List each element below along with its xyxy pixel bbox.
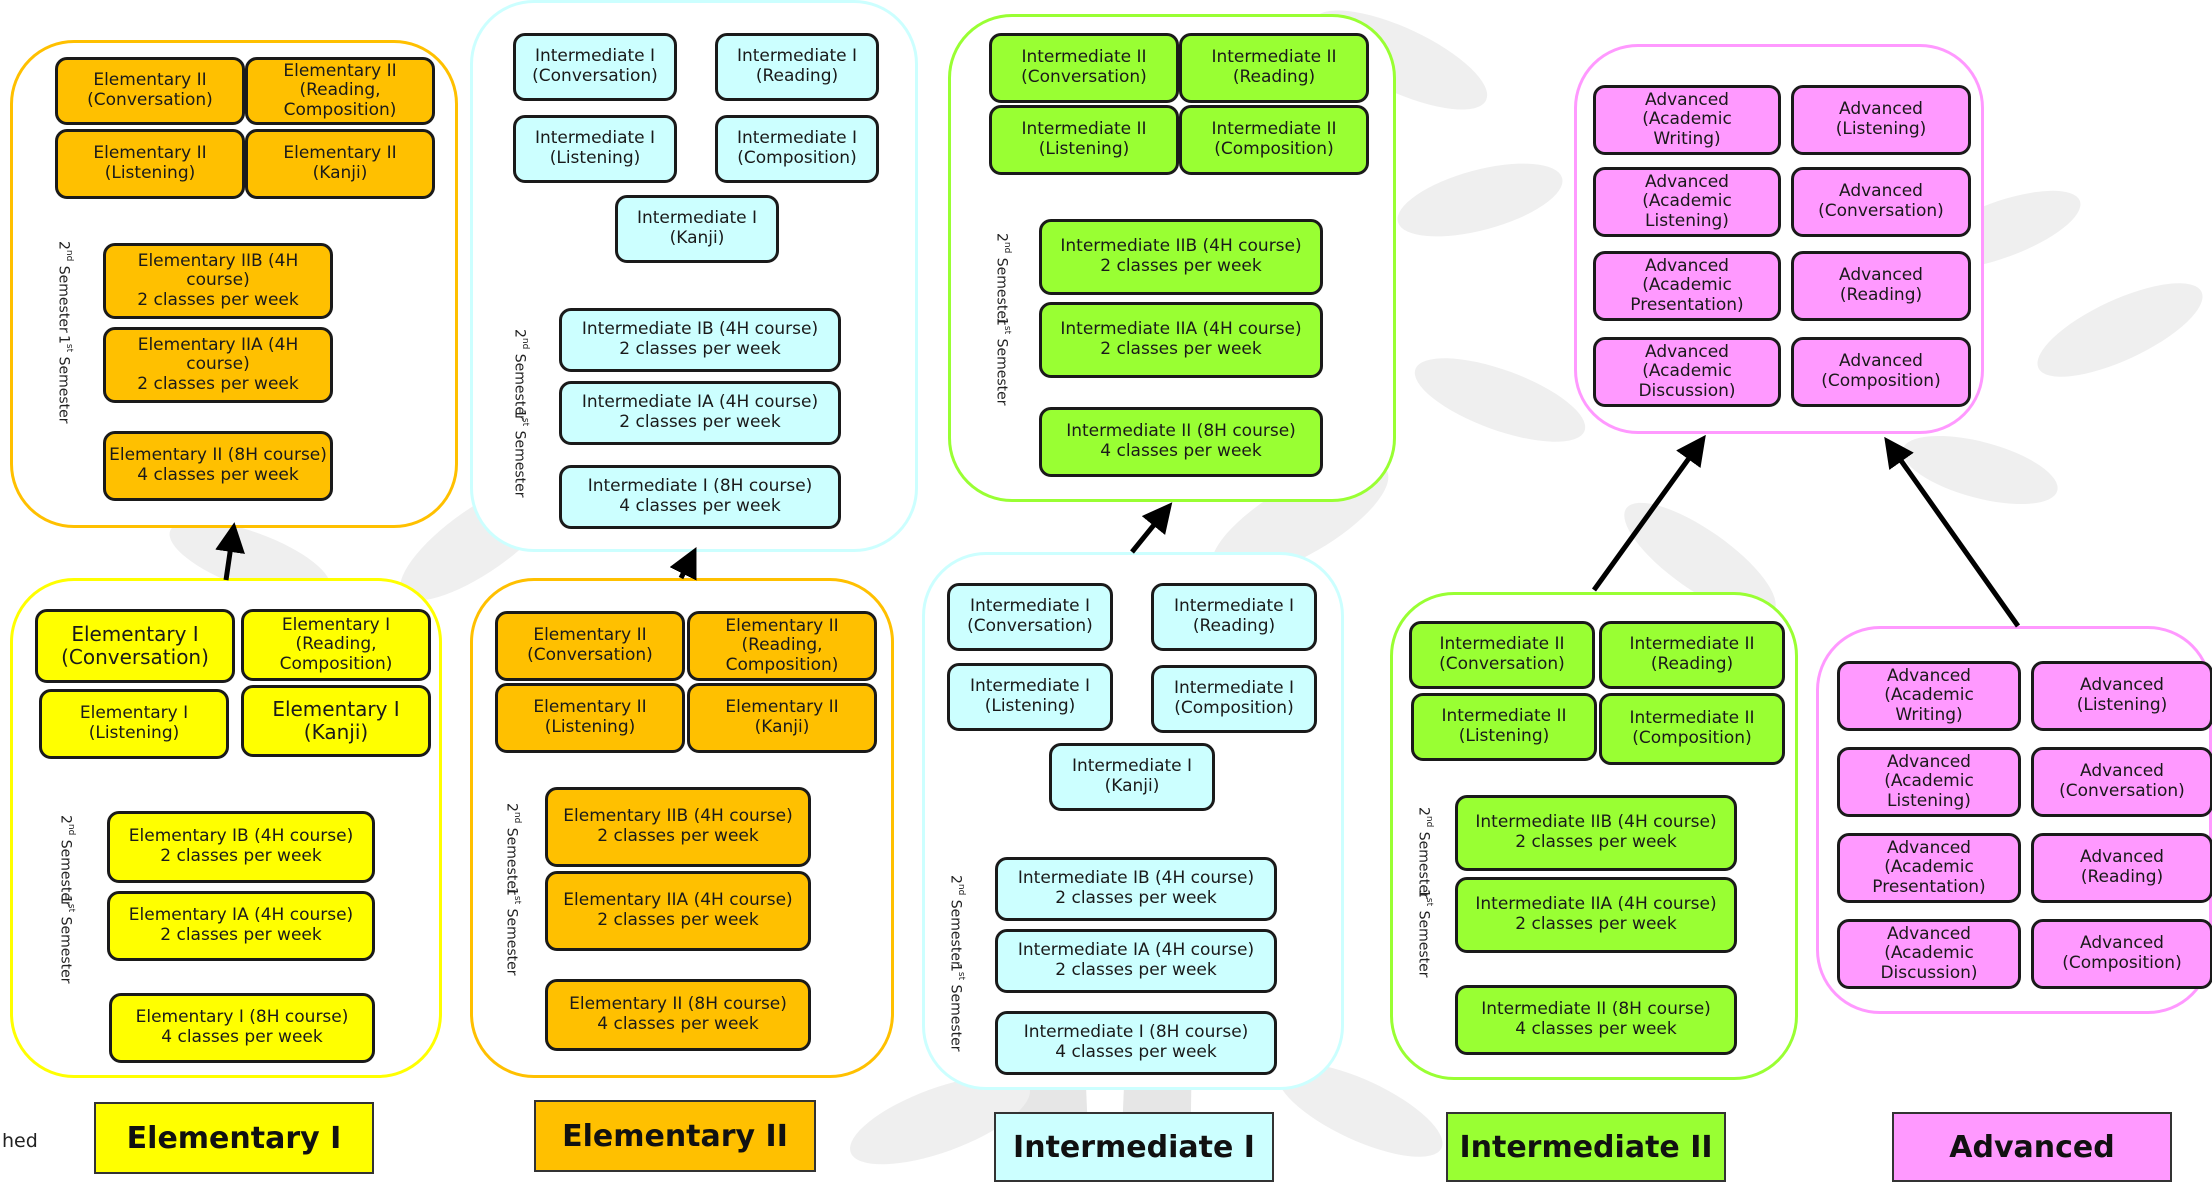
course-advanced-reading: Advanced (Reading) [1791,251,1971,321]
course-elementary-ii-kanji: Elementary II (Kanji) [687,683,877,753]
course-elementary-i-kanji: Elementary I (Kanji) [241,685,431,757]
course-advanced-academic-writing: Advanced (Academic Writing) [1837,661,2021,731]
course-advanced-composition: Advanced (Composition) [2031,919,2212,989]
course-elementary-ii-conversation: Elementary II (Conversation) [55,57,245,125]
course-intermediate-ii-listening: Intermediate II (Listening) [989,105,1179,175]
course-intermediate-i-reading: Intermediate I (Reading) [1151,583,1317,651]
course-intermediate-i-kanji: Intermediate I (Kanji) [1049,743,1215,811]
course-intermediate-ii-composition: Intermediate II (Composition) [1599,693,1785,765]
group-elementary-ii-top: Elementary II (Conversation) Elementary … [10,40,458,528]
course-elementary-i-conversation: Elementary I (Conversation) [35,609,235,683]
group-advanced-top: Advanced (Academic Writing) Advanced (Li… [1574,44,1984,434]
course-intermediate-ia: Intermediate IA (4H course) 2 classes pe… [559,381,841,445]
course-elementary-ii-reading-composition: Elementary II (Reading, Composition) [245,57,435,125]
course-advanced-academic-presentation: Advanced (Academic Presentation) [1837,833,2021,903]
course-elementary-iib: Elementary IIB (4H course) 2 classes per… [103,243,333,319]
course-advanced-academic-writing: Advanced (Academic Writing) [1593,85,1781,155]
group-intermediate-i-top: Intermediate I (Conversation) Intermedia… [470,0,918,552]
course-elementary-ii-reading-composition: Elementary II (Reading, Composition) [687,611,877,681]
course-elementary-iia: Elementary IIA (4H course) 2 classes per… [545,871,811,951]
course-intermediate-ii-reading: Intermediate II (Reading) [1179,33,1369,103]
semester-2nd-label: 2nd Semester [993,233,1013,325]
course-advanced-reading: Advanced (Reading) [2031,833,2212,903]
group-elementary-i-bottom: Elementary I (Conversation) Elementary I… [10,578,442,1078]
course-advanced-listening: Advanced (Listening) [2031,661,2212,731]
course-intermediate-iib: Intermediate IIB (4H course) 2 classes p… [1039,219,1323,295]
level-label-elementary-i: Elementary I [94,1102,374,1174]
course-intermediate-iia: Intermediate IIA (4H course) 2 classes p… [1455,877,1737,953]
course-intermediate-ib: Intermediate IB (4H course) 2 classes pe… [995,857,1277,921]
semester-1st-label: 1st Semester [947,963,967,1052]
semester-2nd-label: 2nd Semester [511,329,531,421]
course-advanced-listening: Advanced (Listening) [1791,85,1971,155]
group-intermediate-ii-bottom: Intermediate II (Conversation) Intermedi… [1390,592,1798,1080]
course-advanced-academic-presentation: Advanced (Academic Presentation) [1593,251,1781,321]
semester-1st-label: 1st Semester [993,317,1013,406]
course-intermediate-ii-8h: Intermediate II (8H course) 4 classes pe… [1039,407,1323,477]
semester-1st-label: 1st Semester [511,409,531,498]
course-intermediate-i-8h: Intermediate I (8H course) 4 classes per… [559,465,841,529]
semester-2nd-label: 2nd Semester [57,815,77,907]
course-intermediate-ii-conversation: Intermediate II (Conversation) [989,33,1179,103]
semester-2nd-label: 2nd Semester [1415,807,1435,899]
level-label-intermediate-ii: Intermediate II [1446,1112,1726,1182]
course-elementary-ii-listening: Elementary II (Listening) [55,129,245,199]
level-label-advanced: Advanced [1892,1112,2172,1182]
course-elementary-ii-8h: Elementary II (8H course) 4 classes per … [545,979,811,1051]
level-label-elementary-ii: Elementary II [534,1100,816,1172]
course-intermediate-ia: Intermediate IA (4H course) 2 classes pe… [995,929,1277,993]
course-elementary-iib: Elementary IIB (4H course) 2 classes per… [545,787,811,867]
course-elementary-iia: Elementary IIA (4H course) 2 classes per… [103,327,333,403]
course-advanced-conversation: Advanced (Conversation) [2031,747,2212,817]
course-elementary-ii-conversation: Elementary II (Conversation) [495,611,685,681]
semester-1st-label: 1st Semester [1415,889,1435,978]
group-intermediate-ii-top: Intermediate II (Conversation) Intermedi… [948,14,1396,502]
course-elementary-i-8h: Elementary I (8H course) 4 classes per w… [109,993,375,1063]
course-advanced-academic-discussion: Advanced (Academic Discussion) [1837,919,2021,989]
course-elementary-ii-listening: Elementary II (Listening) [495,683,685,753]
course-intermediate-iib: Intermediate IIB (4H course) 2 classes p… [1455,795,1737,871]
course-elementary-i-listening: Elementary I (Listening) [39,689,229,759]
course-advanced-academic-discussion: Advanced (Academic Discussion) [1593,337,1781,407]
course-intermediate-i-kanji: Intermediate I (Kanji) [615,195,779,263]
course-intermediate-ib: Intermediate IB (4H course) 2 classes pe… [559,308,841,372]
course-intermediate-i-conversation: Intermediate I (Conversation) [947,583,1113,651]
semester-1st-label: 1st Semester [55,335,75,424]
course-elementary-i-reading-composition: Elementary I (Reading, Composition) [241,609,431,681]
semester-2nd-label: 2nd Semester [947,875,967,967]
course-intermediate-ii-listening: Intermediate II (Listening) [1411,693,1597,761]
course-advanced-academic-listening: Advanced (Academic Listening) [1837,747,2021,817]
course-intermediate-i-reading: Intermediate I (Reading) [715,33,879,101]
course-intermediate-ii-composition: Intermediate II (Composition) [1179,105,1369,175]
level-label-intermediate-i: Intermediate I [994,1112,1274,1182]
course-intermediate-i-composition: Intermediate I (Composition) [1151,665,1317,733]
course-intermediate-iia: Intermediate IIA (4H course) 2 classes p… [1039,302,1323,378]
course-intermediate-i-listening: Intermediate I (Listening) [513,115,677,183]
course-intermediate-ii-conversation: Intermediate II (Conversation) [1409,621,1595,689]
course-elementary-ib: Elementary IB (4H course) 2 classes per … [107,811,375,883]
course-advanced-academic-listening: Advanced (Academic Listening) [1593,167,1781,237]
course-intermediate-ii-reading: Intermediate II (Reading) [1599,621,1785,689]
course-intermediate-i-8h: Intermediate I (8H course) 4 classes per… [995,1011,1277,1075]
semester-2nd-label: 2nd Semester [55,241,75,333]
course-intermediate-i-conversation: Intermediate I (Conversation) [513,33,677,101]
course-advanced-composition: Advanced (Composition) [1791,337,1971,407]
course-elementary-ii-8h: Elementary II (8H course) 4 classes per … [103,431,333,501]
semester-1st-label: 1st Semester [57,895,77,984]
course-intermediate-ii-8h: Intermediate II (8H course) 4 classes pe… [1455,985,1737,1055]
semester-2nd-label: 2nd Semester [503,803,523,895]
group-intermediate-i-bottom: Intermediate I (Conversation) Intermedia… [922,552,1344,1090]
course-elementary-ia: Elementary IA (4H course) 2 classes per … [107,891,375,961]
semester-1st-label: 1st Semester [503,887,523,976]
group-elementary-ii-bottom: Elementary II (Conversation) Elementary … [470,578,894,1078]
group-advanced-bottom: Advanced (Academic Writing) Advanced (Li… [1816,626,2212,1014]
course-elementary-ii-kanji: Elementary II (Kanji) [245,129,435,199]
course-intermediate-i-listening: Intermediate I (Listening) [947,663,1113,731]
partial-text-left-edge: hed [2,1130,38,1152]
course-advanced-conversation: Advanced (Conversation) [1791,167,1971,237]
course-intermediate-i-composition: Intermediate I (Composition) [715,115,879,183]
